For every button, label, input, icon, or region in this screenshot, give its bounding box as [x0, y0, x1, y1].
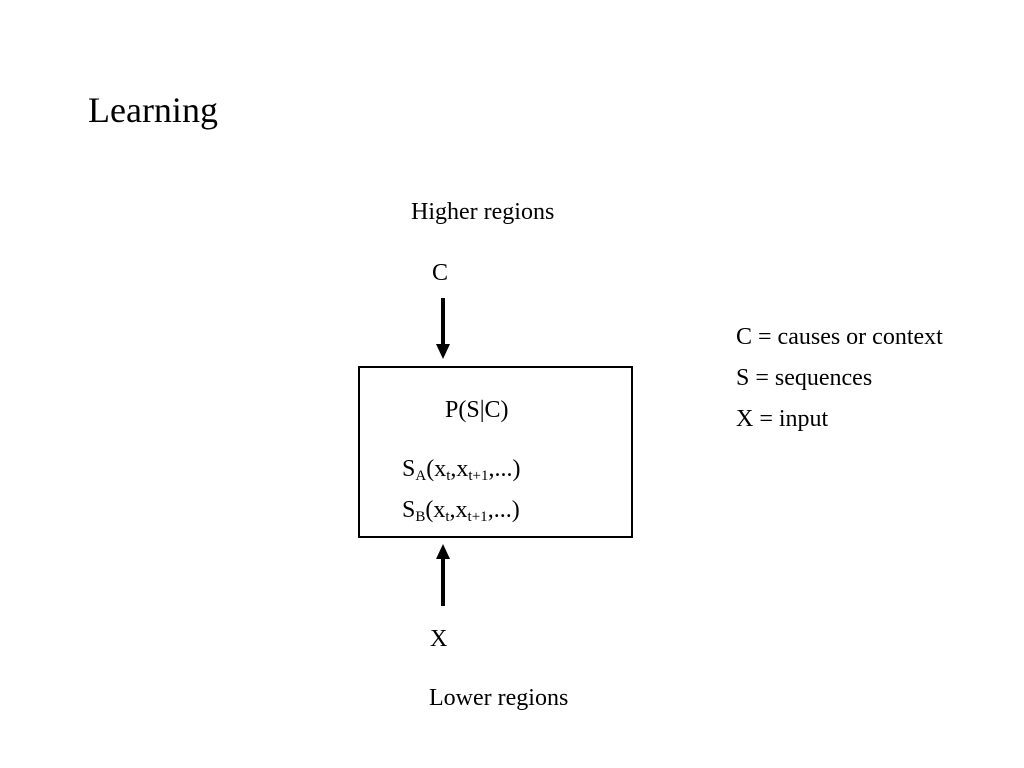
down-arrow-icon	[436, 298, 450, 359]
sequence-close: ,...)	[487, 497, 520, 523]
sequence-close: ,...)	[488, 456, 521, 482]
sequence-index-1: t	[446, 468, 451, 484]
legend: C = causes or context S = sequences X = …	[736, 317, 943, 440]
sequence-mid: ,x	[450, 456, 469, 482]
sequence-subscript: A	[415, 468, 427, 484]
legend-item-sequences: S = sequences	[736, 365, 873, 391]
sequence-index-1: t	[445, 509, 450, 525]
slide-title: Learning	[88, 90, 218, 130]
sequence-index-2: t+1	[468, 468, 489, 484]
legend-item-input: X = input	[736, 406, 829, 432]
sequence-open: (x	[425, 497, 446, 523]
sequence-b: SB(xt,xt+1,...)	[402, 496, 520, 525]
sequence-a: SA(xt,xt+1,...)	[402, 455, 521, 484]
causes-node-label: C	[432, 260, 449, 286]
up-arrow-icon	[436, 544, 450, 606]
sequence-symbol: S	[402, 497, 416, 523]
sequence-open: (x	[426, 456, 447, 482]
lower-regions-label: Lower regions	[429, 685, 569, 711]
sequence-index-2: t+1	[467, 509, 488, 525]
higher-regions-label: Higher regions	[411, 199, 555, 225]
model-box	[358, 366, 633, 538]
legend-item-causes: C = causes or context	[736, 324, 943, 350]
input-node-label: X	[430, 626, 448, 652]
probability-label: P(S|C)	[445, 397, 509, 423]
sequence-subscript: B	[415, 509, 426, 525]
sequence-symbol: S	[402, 456, 416, 482]
sequence-mid: ,x	[449, 497, 468, 523]
